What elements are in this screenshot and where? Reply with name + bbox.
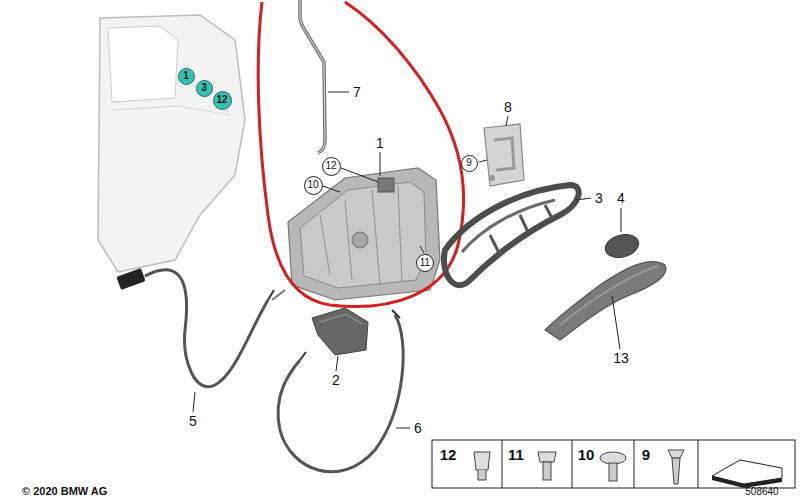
table-cell: 10	[578, 447, 595, 462]
cable-6	[278, 315, 403, 472]
striker-8	[484, 124, 524, 186]
door-lock-1	[300, 182, 426, 288]
handle-carrier-3	[462, 200, 555, 252]
screw-icon	[600, 452, 626, 464]
clip-icon	[474, 452, 490, 470]
door-lock-1	[378, 178, 394, 192]
leader-lines	[420, 246, 424, 253]
callout-number: 13	[613, 351, 629, 365]
cable-5	[145, 270, 268, 387]
fastener-table	[432, 440, 795, 488]
screw-icon	[543, 462, 551, 480]
callout-circle: 11	[416, 254, 434, 272]
rod-7	[300, 0, 325, 153]
striker-8	[484, 124, 524, 186]
fastener-table	[502, 440, 698, 488]
striker-8	[494, 138, 514, 170]
position-marker: 12	[213, 91, 232, 110]
position-marker: 1	[178, 68, 195, 85]
callout-number: 1	[183, 71, 189, 81]
leader-lines	[328, 92, 349, 93]
outer-handle-13	[545, 262, 666, 340]
callout-circle: 10	[304, 176, 323, 195]
screw-icon	[668, 450, 684, 458]
wedge-icon	[712, 460, 782, 488]
screw-icon	[668, 450, 684, 484]
cable-6	[300, 310, 400, 360]
callout-number: 7	[353, 85, 361, 99]
leader-lines	[612, 296, 620, 349]
leader-lines	[621, 208, 622, 232]
leader-lines	[193, 392, 195, 412]
callout-number: 12	[216, 95, 227, 105]
screw-icon	[600, 452, 626, 481]
door-lock-1	[288, 168, 440, 300]
door-shell	[108, 26, 178, 102]
block-2	[320, 314, 362, 324]
screw-icon	[538, 452, 556, 480]
red-annotation-outline	[258, 2, 463, 307]
cable-5	[268, 290, 274, 300]
leader-lines	[506, 116, 508, 126]
leader-lines	[396, 428, 410, 429]
rod-7	[300, 0, 325, 153]
striker-8	[489, 175, 495, 181]
leader-lines	[323, 186, 340, 192]
outer-handle-13	[560, 266, 658, 325]
handle-carrier-3	[444, 185, 579, 285]
clip-icon	[474, 452, 490, 480]
screw-icon	[609, 463, 617, 481]
callout-number: 12	[325, 161, 336, 171]
cable-5	[116, 268, 274, 387]
fastener-table	[432, 440, 795, 488]
door-lock-1	[352, 232, 368, 248]
leader-lines	[341, 168, 378, 182]
callout-number: 6	[414, 421, 422, 435]
door-lock-1	[272, 168, 440, 300]
handle-carrier-3	[444, 185, 579, 285]
rod-7	[300, 0, 325, 153]
screw-icon	[672, 458, 680, 484]
table-cell: 12	[440, 447, 457, 462]
cap-4	[603, 231, 642, 261]
callout-number: 5	[189, 414, 197, 428]
cable-5	[116, 268, 145, 290]
cable-6	[278, 310, 403, 472]
callout-number: 11	[420, 258, 430, 268]
screw-icon	[538, 452, 556, 462]
callout-circle: 12	[322, 157, 341, 176]
table-cell: 11	[508, 447, 524, 462]
callout-number: 1	[376, 136, 384, 150]
callout-number: 3	[595, 191, 603, 205]
copyright-note: © 2020 BMW AG	[22, 486, 107, 497]
position-marker: 3	[196, 80, 213, 97]
door-shell	[98, 15, 245, 272]
handle-carrier-3	[490, 205, 552, 255]
callout-number: 3	[201, 83, 207, 93]
callout-number: 2	[332, 373, 340, 387]
block-2	[312, 308, 368, 355]
callout-number: 8	[504, 100, 512, 114]
callout-circle: 9	[461, 155, 478, 172]
callout-number: 9	[466, 158, 472, 168]
outer-handle-13	[545, 262, 666, 340]
leader-lines	[380, 152, 381, 176]
callout-number: 10	[307, 180, 318, 190]
leader-lines	[576, 198, 591, 200]
clip-icon	[478, 470, 486, 480]
callout-number: 4	[617, 191, 625, 205]
door-shell	[98, 15, 245, 272]
door-shell	[112, 106, 230, 115]
leader-lines	[193, 92, 621, 428]
door-lock-1	[320, 186, 402, 285]
leader-lines	[336, 356, 338, 371]
table-cell: 9	[642, 447, 650, 462]
figure-id: 508640	[745, 487, 778, 497]
leader-lines	[479, 160, 487, 162]
block-2	[312, 308, 368, 355]
